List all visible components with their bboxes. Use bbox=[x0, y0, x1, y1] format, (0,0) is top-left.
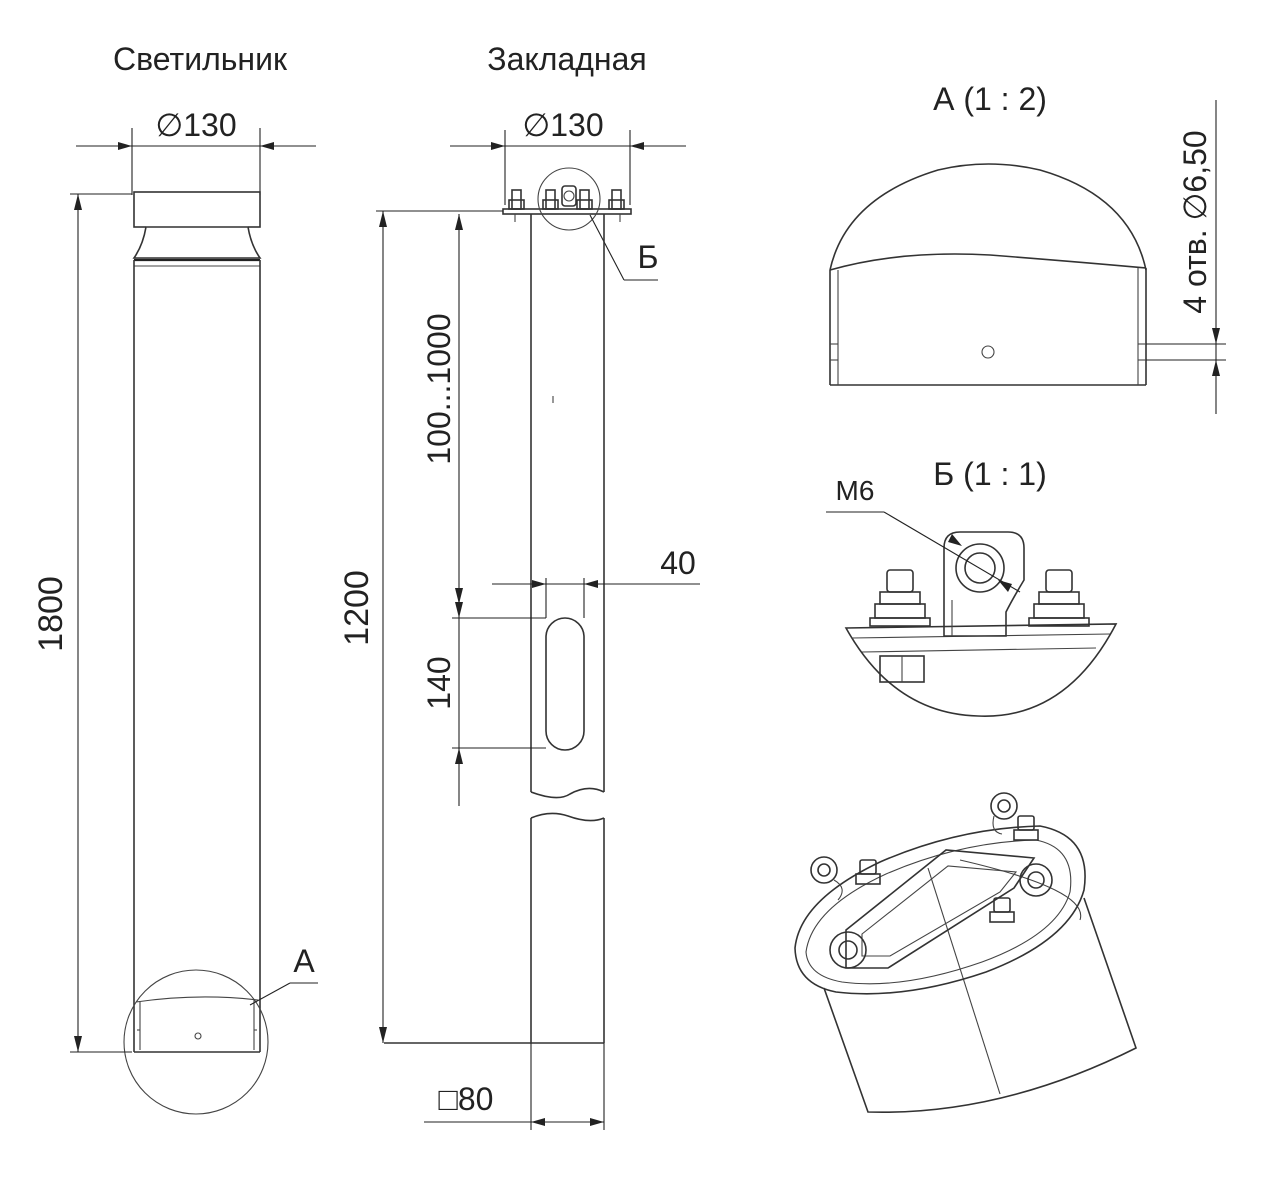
callout-a-label: А bbox=[293, 943, 315, 979]
slot-height-dimension: 140 bbox=[421, 600, 546, 806]
detail-a-circle bbox=[123, 969, 269, 1115]
lamp-diameter-dimension: ∅130 bbox=[76, 107, 316, 195]
bolt-left bbox=[869, 569, 931, 627]
embed-height-label: 1200 bbox=[338, 570, 376, 646]
callout-b-label: Б bbox=[638, 239, 659, 275]
embed-range-label: 100...1000 bbox=[421, 313, 457, 464]
thread-label: M6 bbox=[836, 475, 875, 506]
embed-bolt bbox=[508, 189, 525, 210]
eyelet-bracket bbox=[943, 531, 1025, 637]
holes-label: 4 отв. ∅6,50 bbox=[1177, 130, 1213, 313]
lamp-height-dimension: 1800 bbox=[32, 193, 132, 1053]
lamp-diameter-label: ∅130 bbox=[155, 107, 236, 143]
embed-range-dimension: 100...1000 bbox=[421, 214, 463, 604]
cable-slot bbox=[545, 617, 585, 751]
slot-width-label: 40 bbox=[660, 545, 696, 581]
isometric-view bbox=[794, 792, 1137, 1114]
detail-a-title: А (1 : 2) bbox=[933, 81, 1047, 117]
thread-callout: M6 bbox=[826, 475, 1021, 593]
bolt-right bbox=[1028, 569, 1090, 627]
embed-diameter-label: ∅130 bbox=[522, 107, 603, 143]
holes-dimension: 4 отв. ∅6,50 bbox=[1146, 100, 1226, 414]
embed-bolt bbox=[576, 189, 593, 210]
embed-diameter-dimension: ∅130 bbox=[450, 107, 686, 205]
slot-width-dimension: 40 bbox=[492, 545, 700, 618]
embed-title: Закладная bbox=[487, 41, 646, 77]
embed-height-dimension: 1200 bbox=[338, 210, 503, 1043]
slot-height-label: 140 bbox=[421, 656, 457, 709]
iso-eyelet bbox=[810, 856, 843, 901]
iso-bolt bbox=[855, 859, 881, 885]
iso-bolt bbox=[989, 897, 1015, 923]
iso-bolt bbox=[1013, 815, 1039, 841]
mounting-hole bbox=[981, 345, 995, 359]
iso-eyelet bbox=[990, 792, 1018, 835]
detail-b-title: Б (1 : 1) bbox=[933, 456, 1046, 492]
lamp-title: Светильник bbox=[113, 41, 288, 77]
embed-section-dimension: □80 bbox=[424, 1043, 605, 1130]
detail-b-view: Б (1 : 1) M6 bbox=[826, 456, 1118, 717]
lamp-height-label: 1800 bbox=[32, 576, 70, 652]
embed-bolt bbox=[608, 189, 625, 210]
iso-lug bbox=[829, 931, 867, 969]
iso-lug bbox=[1019, 863, 1053, 897]
lamp-view: Светильник ∅130 А bbox=[32, 41, 318, 1115]
embed-bolt bbox=[542, 189, 559, 210]
embed-view: Закладная ∅130 Б bbox=[338, 41, 700, 1130]
detail-b-circle bbox=[537, 167, 601, 231]
embed-section-label: □80 bbox=[439, 1081, 494, 1117]
detail-a-view: А (1 : 2) 4 отв. ∅6,50 bbox=[829, 81, 1226, 414]
